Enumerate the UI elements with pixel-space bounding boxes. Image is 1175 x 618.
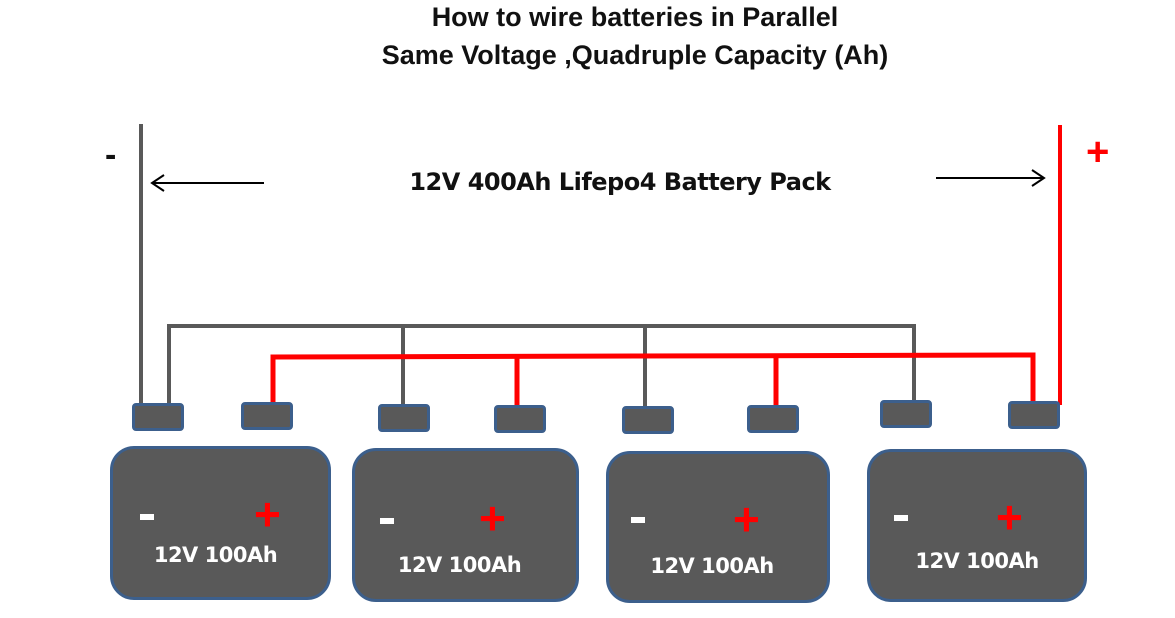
battery-1-positive-terminal	[241, 402, 293, 430]
diagram-title: How to wire batteries in Parallel	[431, 2, 839, 32]
battery-label: 12V 100Ah	[650, 554, 774, 578]
battery-2-positive-terminal	[494, 405, 546, 433]
battery-2: + 12V 100Ah	[352, 448, 579, 602]
positive-sign-icon: +	[733, 493, 760, 545]
pack-label: 12V 400Ah Lifepo4 Battery Pack	[409, 168, 831, 196]
positive-sign-icon: +	[254, 488, 281, 540]
battery-4: + 12V 100Ah	[867, 449, 1087, 602]
pack-positive-sign: +	[1086, 130, 1110, 174]
battery-label: 12V 100Ah	[153, 543, 278, 567]
battery-3-negative-terminal	[622, 406, 674, 434]
battery-label: 12V 100Ah	[397, 553, 522, 577]
battery-3-positive-terminal	[747, 405, 799, 433]
battery-1-negative-terminal	[132, 403, 184, 431]
left-arrow-icon	[150, 174, 264, 192]
negative-sign-icon	[631, 517, 645, 523]
negative-sign-icon	[140, 514, 154, 520]
right-arrow-icon	[936, 169, 1046, 187]
negative-sign-icon	[380, 518, 394, 524]
positive-sign-icon: +	[996, 491, 1023, 543]
negative-bus-wire	[167, 324, 916, 408]
battery-3: + 12V 100Ah	[606, 451, 830, 603]
battery-4-positive-terminal	[1008, 401, 1060, 429]
positive-bus-wire	[270, 352, 1036, 408]
battery-label: 12V 100Ah	[915, 549, 1039, 573]
pack-negative-sign: -	[105, 136, 117, 174]
positive-sign-icon: +	[479, 492, 506, 544]
diagram-subtitle: Same Voltage ,Quadruple Capacity (Ah)	[381, 40, 889, 70]
battery-4-negative-terminal	[880, 400, 932, 428]
battery-2-negative-terminal	[378, 404, 430, 432]
battery-1: + 12V 100Ah	[110, 446, 331, 600]
negative-sign-icon	[894, 515, 908, 521]
